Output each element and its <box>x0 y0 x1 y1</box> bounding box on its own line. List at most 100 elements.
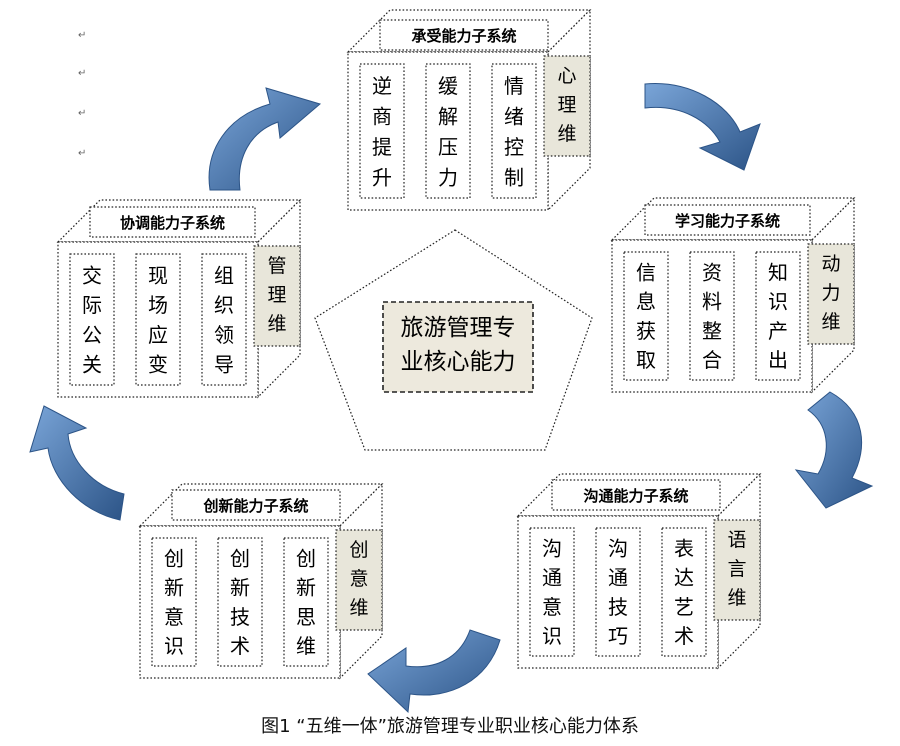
competency-char: 术 <box>674 624 694 648</box>
competency-column <box>283 537 329 667</box>
competency-column <box>69 253 115 386</box>
competency-char: 新 <box>230 576 250 600</box>
cycle-arrows <box>29 83 874 714</box>
subsystem-title: 协调能力子系统 <box>120 214 225 232</box>
dimension-label-box <box>807 243 855 345</box>
center-label-box <box>382 301 534 393</box>
competency-column <box>689 251 735 381</box>
competency-char: 息 <box>636 290 656 314</box>
competency-char: 创 <box>164 547 184 571</box>
competency-column <box>135 253 181 386</box>
competency-char: 组 <box>214 263 234 287</box>
dimension-char: 管 <box>267 255 286 277</box>
dimension-char: 语 <box>727 529 746 551</box>
competency-char: 解 <box>438 104 458 128</box>
subsystem-boxes: 承受能力子系统逆商提升缓解压力情绪控制心理维学习能力子系统信息获取资料整合知识产… <box>56 8 856 680</box>
cycle-arrow-icon <box>29 405 125 521</box>
subsystem-title-box <box>551 479 721 511</box>
competency-char: 绪 <box>504 104 524 128</box>
competency-char: 维 <box>296 634 316 658</box>
competency-char: 逆 <box>372 74 392 98</box>
dimension-label-box <box>713 519 761 621</box>
subsystem-title: 学习能力子系统 <box>675 212 780 230</box>
dimension-label-box <box>335 529 383 631</box>
competency-column <box>595 527 641 657</box>
competency-char: 知 <box>768 261 788 285</box>
competency-column <box>529 527 575 657</box>
competency-char: 领 <box>214 323 234 347</box>
dimension-label-box <box>253 245 301 347</box>
competency-char: 公 <box>82 323 102 347</box>
competency-column <box>755 251 801 381</box>
competency-char: 压 <box>438 135 458 159</box>
competency-char: 识 <box>164 634 184 658</box>
cycle-arrow-icon <box>644 83 761 171</box>
competency-char: 整 <box>702 319 722 343</box>
dimension-char: 维 <box>267 313 286 335</box>
competency-char: 出 <box>768 348 788 372</box>
competency-char: 识 <box>768 290 788 314</box>
cycle-arrow-icon <box>208 87 322 191</box>
competency-char: 识 <box>542 624 562 648</box>
competency-char: 产 <box>768 319 788 343</box>
competency-char: 现 <box>148 263 168 287</box>
competency-char: 缓 <box>438 74 458 98</box>
competency-char: 获 <box>636 319 656 343</box>
competency-column <box>201 253 247 386</box>
competency-char: 沟 <box>608 537 628 561</box>
competency-char: 合 <box>702 348 722 372</box>
paragraph-mark: ↵ <box>78 30 87 41</box>
paragraph-mark: ↵ <box>78 68 87 79</box>
competency-char: 艺 <box>674 595 694 619</box>
center-label-line: 业核心能力 <box>401 349 516 375</box>
competency-char: 创 <box>230 547 250 571</box>
subsystem-title-box <box>379 19 549 51</box>
competency-char: 应 <box>148 323 168 347</box>
subsystem-title-box <box>171 489 341 521</box>
competency-char: 力 <box>438 165 458 189</box>
paragraph-mark: ↵ <box>78 108 87 119</box>
competency-char: 通 <box>542 566 562 590</box>
competency-char: 取 <box>636 348 656 372</box>
competency-char: 表 <box>674 537 694 561</box>
competency-char: 通 <box>608 566 628 590</box>
competency-char: 沟 <box>542 537 562 561</box>
dimension-char: 维 <box>727 587 746 609</box>
dimension-char: 维 <box>557 123 576 145</box>
competency-char: 信 <box>636 261 656 285</box>
dimension-char: 心 <box>557 65 576 87</box>
competency-column <box>623 251 669 381</box>
competency-char: 术 <box>230 634 250 658</box>
subsystem-title: 创新能力子系统 <box>202 497 308 515</box>
competency-column <box>661 527 707 657</box>
competency-char: 技 <box>608 595 628 619</box>
competency-char: 巧 <box>608 624 628 648</box>
competency-column <box>425 63 471 199</box>
competency-column <box>151 537 197 667</box>
dimension-label-box <box>543 55 591 157</box>
competency-char: 意 <box>164 605 184 629</box>
competency-char: 达 <box>674 566 694 590</box>
competency-char: 新 <box>164 576 184 600</box>
competency-char: 意 <box>542 595 562 619</box>
dimension-char: 维 <box>349 597 368 619</box>
dimension-char: 理 <box>267 284 286 306</box>
dimension-char: 力 <box>821 282 840 304</box>
figure-caption: 图1 “五维一体”旅游管理专业职业核心能力体系 <box>261 716 639 737</box>
competency-char: 商 <box>372 104 392 128</box>
competency-char: 导 <box>214 353 234 377</box>
subsystem-title-box <box>644 204 811 236</box>
dimension-char: 维 <box>821 311 840 333</box>
competency-char: 提 <box>372 135 392 159</box>
competency-char: 思 <box>296 605 316 629</box>
competency-char: 创 <box>296 547 316 571</box>
competency-char: 料 <box>702 290 722 314</box>
cycle-arrow-icon <box>367 629 501 714</box>
competency-char: 场 <box>148 293 168 317</box>
competency-column <box>491 63 537 199</box>
